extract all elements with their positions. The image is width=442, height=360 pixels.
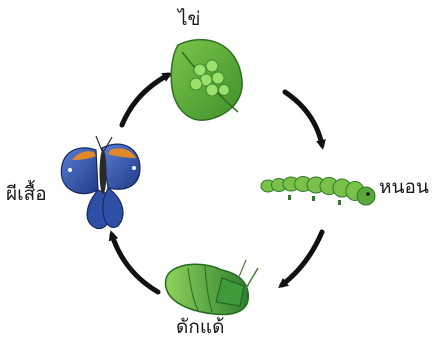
- chrysalis-icon: [166, 260, 259, 314]
- arrow-larva-to-pupa: [282, 232, 322, 285]
- caterpillar-icon: [261, 177, 375, 206]
- arrow-pupa-to-adult: [112, 235, 158, 292]
- arrow-egg-to-larva: [285, 92, 322, 145]
- butterfly-icon: [61, 136, 140, 229]
- stage-label-egg: ไข่: [178, 10, 201, 29]
- stage-label-larva: หนอน: [379, 178, 429, 197]
- arrow-adult-to-egg: [122, 75, 168, 125]
- stage-label-pupa: ดักแด้: [176, 318, 224, 337]
- stage-label-adult: ผีเสื้อ: [6, 185, 47, 204]
- leaf-with-eggs-icon: [171, 40, 242, 121]
